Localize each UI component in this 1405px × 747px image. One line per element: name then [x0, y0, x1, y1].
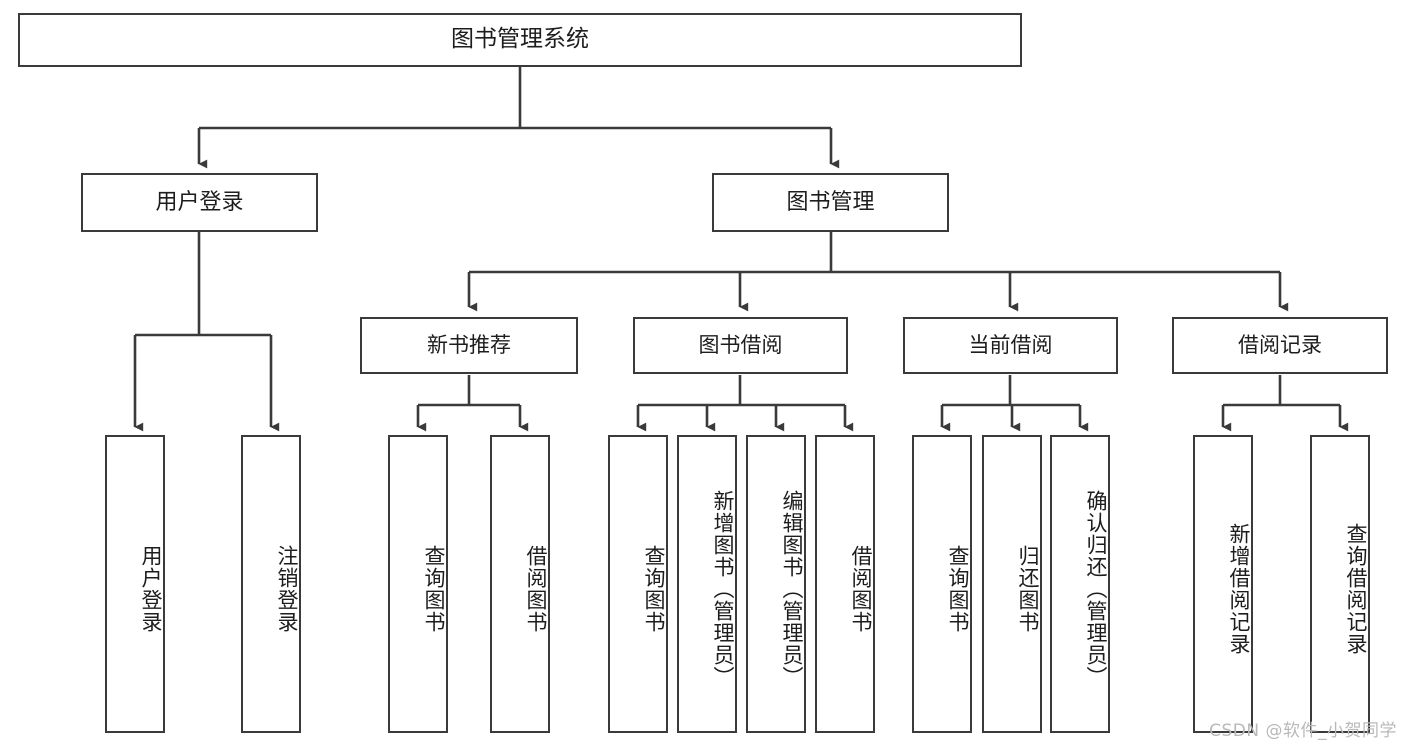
node-current-borrow-label: 当前借阅: [968, 333, 1053, 358]
node-user-login-label: 用户登录: [155, 189, 244, 215]
node-borrow-record-label: 借阅记录: [1238, 333, 1322, 358]
leaf-borrow-record-add-record[interactable]: 新增借阅记录: [1193, 435, 1253, 733]
node-new-book-recommend-label: 新书推荐: [427, 333, 511, 358]
leaf-new-book-query-book[interactable]: 查询图书: [388, 435, 448, 733]
leaf-current-borrow-confirm-return[interactable]: 确认归还（管理员）: [1050, 435, 1110, 733]
node-user-login[interactable]: 用户登录: [81, 173, 318, 232]
leaf-label: 新增图书（管理员）: [711, 490, 735, 688]
node-book-borrow[interactable]: 图书借阅: [633, 317, 848, 374]
node-book-management[interactable]: 图书管理: [712, 173, 949, 232]
leaf-label: 查询图书: [946, 545, 970, 633]
leaf-label: 新增借阅记录: [1227, 523, 1251, 655]
leaf-label: 查询图书: [422, 545, 446, 633]
node-book-borrow-label: 图书借阅: [698, 333, 783, 358]
node-new-book-recommend[interactable]: 新书推荐: [360, 317, 578, 374]
leaf-book-borrow-edit-book[interactable]: 编辑图书（管理员）: [746, 435, 806, 733]
leaf-borrow-record-query-record[interactable]: 查询借阅记录: [1310, 435, 1370, 733]
leaf-book-borrow-query-book[interactable]: 查询图书: [608, 435, 668, 733]
leaf-user-login-login[interactable]: 用户登录: [105, 435, 165, 733]
node-root-label: 图书管理系统: [451, 26, 589, 53]
leaf-book-borrow-add-book[interactable]: 新增图书（管理员）: [677, 435, 737, 733]
leaf-label: 编辑图书（管理员）: [780, 490, 804, 688]
leaf-user-login-logout[interactable]: 注销登录: [241, 435, 301, 733]
leaf-label: 归还图书: [1016, 545, 1040, 633]
node-borrow-record[interactable]: 借阅记录: [1172, 317, 1388, 374]
leaf-label: 用户登录: [139, 545, 163, 633]
leaf-label: 查询借阅记录: [1344, 523, 1368, 655]
watermark: CSDN @软件_小贺同学: [1209, 721, 1397, 741]
node-root[interactable]: 图书管理系统: [18, 13, 1022, 67]
leaf-label: 借阅图书: [524, 545, 548, 633]
leaf-label: 借阅图书: [849, 545, 873, 633]
leaf-label: 注销登录: [275, 545, 299, 633]
node-book-management-label: 图书管理: [786, 189, 875, 215]
leaf-current-borrow-return-book[interactable]: 归还图书: [982, 435, 1042, 733]
leaf-label: 确认归还（管理员）: [1084, 490, 1108, 688]
leaf-label: 查询图书: [642, 545, 666, 633]
leaf-new-book-borrow-book[interactable]: 借阅图书: [490, 435, 550, 733]
leaf-current-borrow-query-book[interactable]: 查询图书: [912, 435, 972, 733]
node-current-borrow[interactable]: 当前借阅: [903, 317, 1118, 374]
leaf-book-borrow-borrow-book[interactable]: 借阅图书: [815, 435, 875, 733]
